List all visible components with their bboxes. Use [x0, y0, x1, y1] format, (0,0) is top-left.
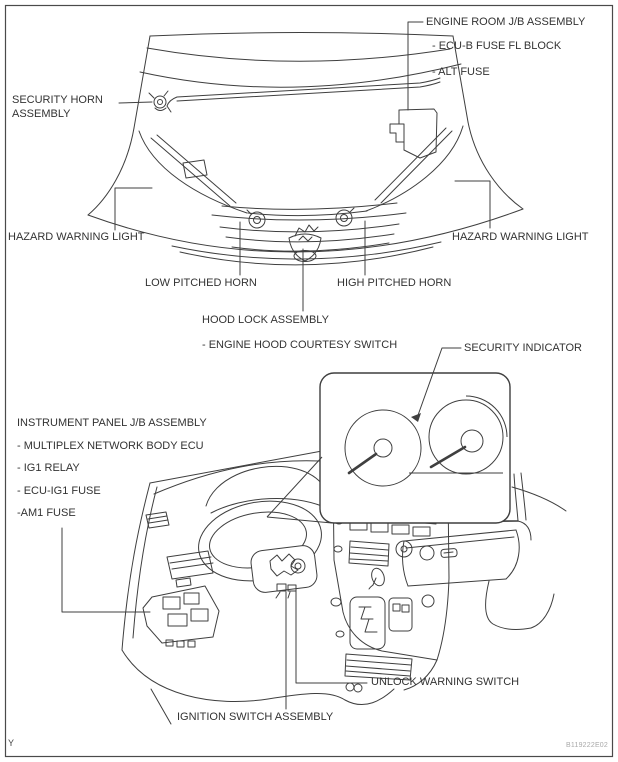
label-engine-room-jb-assembly: ENGINE ROOM J/B ASSEMBLY	[426, 16, 586, 28]
instrument-panel-leader-lines	[61, 347, 462, 710]
figure-code: B119222E02	[566, 742, 608, 749]
label-security-horn-line1: SECURITY HORN	[12, 94, 103, 106]
figure-border	[4, 4, 614, 758]
label-alt-fuse: - ALT FUSE	[432, 66, 490, 78]
label-multiplex-network-body-ecu: - MULTIPLEX NETWORK BODY ECU	[17, 440, 204, 452]
instrument-panel-drawing	[121, 450, 567, 725]
label-am1-fuse: -AM1 FUSE	[17, 507, 76, 519]
page-marker: Y	[8, 738, 15, 748]
label-security-horn-assembly: SECURITY HORN ASSEMBLY	[12, 93, 103, 121]
tachometer-gauge	[428, 399, 504, 475]
label-instrument-panel-jb-assembly: INSTRUMENT PANEL J/B ASSEMBLY	[17, 417, 207, 429]
label-ecub-fuse-fl-block: - ECU-B FUSE FL BLOCK	[432, 40, 562, 52]
label-unlock-warning-switch: UNLOCK WARNING SWITCH	[371, 676, 520, 688]
label-hazard-warning-light-left: HAZARD WARNING LIGHT	[8, 231, 145, 243]
speedometer-gauge	[344, 409, 422, 487]
label-security-horn-line2: ASSEMBLY	[12, 108, 71, 120]
label-ecu-ig1-fuse: - ECU-IG1 FUSE	[17, 485, 101, 497]
label-security-indicator: SECURITY INDICATOR	[464, 342, 582, 354]
instrument-cluster-callout	[266, 372, 511, 524]
label-ignition-switch-assembly: IGNITION SWITCH ASSEMBLY	[177, 711, 334, 723]
label-engine-hood-courtesy-switch: - ENGINE HOOD COURTESY SWITCH	[202, 339, 398, 351]
label-ig1-relay: - IG1 RELAY	[17, 462, 80, 474]
label-high-pitched-horn: HIGH PITCHED HORN	[337, 277, 452, 289]
label-hood-lock-assembly: HOOD LOCK ASSEMBLY	[202, 314, 329, 326]
label-hazard-warning-light-right: HAZARD WARNING LIGHT	[452, 231, 589, 243]
engine-compartment-leader-lines	[114, 21, 491, 312]
label-low-pitched-horn: LOW PITCHED HORN	[145, 277, 257, 289]
